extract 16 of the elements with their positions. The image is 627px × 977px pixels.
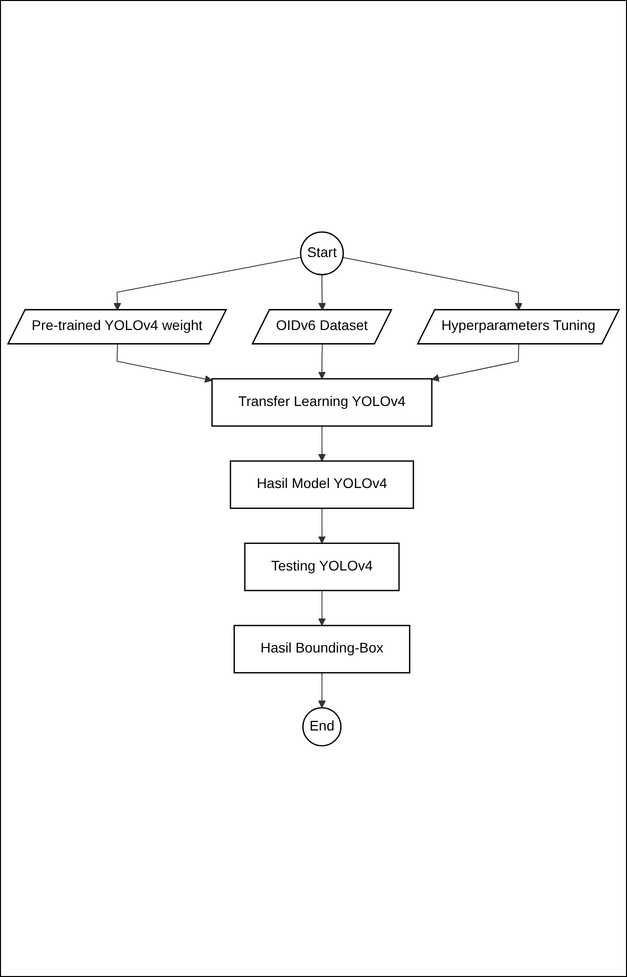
arrow xyxy=(114,256,302,310)
arrow xyxy=(318,274,326,310)
arrow xyxy=(116,343,212,382)
arrow xyxy=(318,590,326,626)
node-circle: Start xyxy=(300,230,344,275)
node-box: Transfer Learning YOLOv4 xyxy=(211,378,432,426)
arrow xyxy=(342,256,522,310)
arrow xyxy=(318,425,326,461)
arrow xyxy=(431,343,520,382)
arrow xyxy=(318,343,326,379)
arrow xyxy=(318,507,326,544)
node-box: Hasil Bounding-Box xyxy=(234,624,410,673)
node-circle: End xyxy=(302,706,342,746)
node-box: Hasil Model YOLOv4 xyxy=(230,460,414,509)
arrow xyxy=(318,672,326,708)
node-box: Testing YOLOv4 xyxy=(244,542,400,591)
